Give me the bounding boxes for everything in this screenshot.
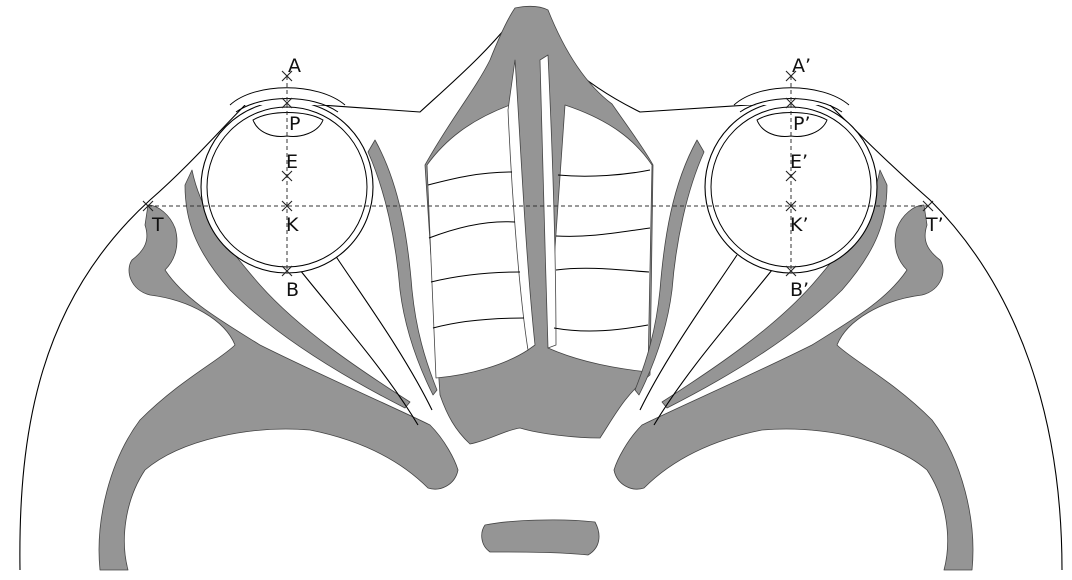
- label-left-T: T: [151, 214, 164, 236]
- label-right-K: K’: [790, 214, 809, 236]
- sphenoid-bone: [482, 520, 599, 555]
- label-right-T: T’: [925, 214, 944, 236]
- label-right-P: P’: [793, 113, 811, 135]
- label-right-E: E’: [790, 151, 808, 173]
- label-right-B: B’: [790, 279, 809, 301]
- label-left-E: E: [286, 151, 298, 173]
- label-left-P: P: [289, 113, 300, 135]
- label-left-A: A: [288, 55, 301, 77]
- label-left-K: K: [286, 214, 299, 236]
- label-left-B: B: [286, 279, 299, 301]
- label-right-A: A’: [792, 55, 811, 77]
